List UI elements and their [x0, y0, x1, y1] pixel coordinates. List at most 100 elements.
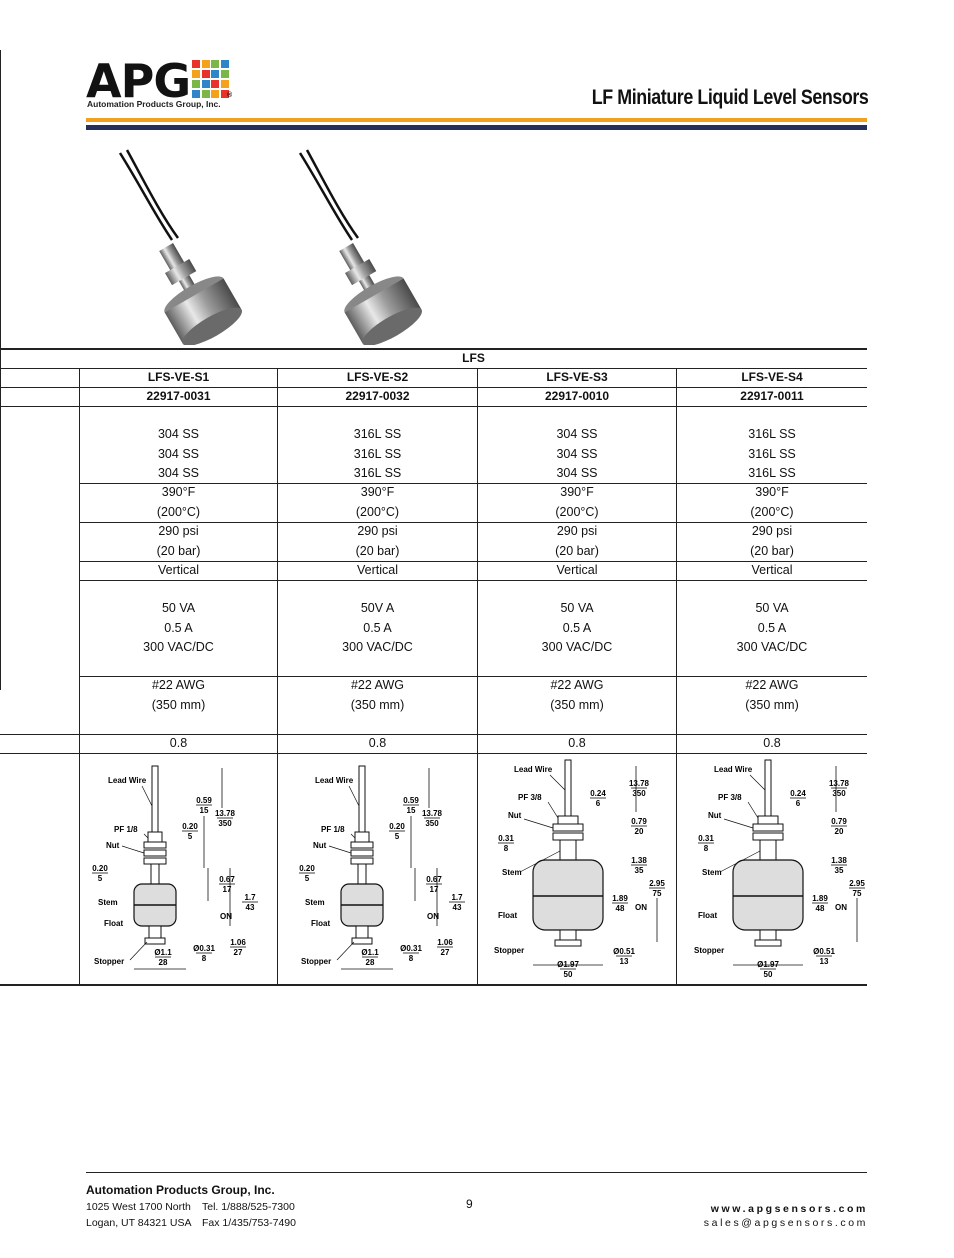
dim-b-in: 0.20 [389, 822, 405, 831]
lead-wire-label: Lead Wire [108, 776, 147, 785]
mounting-value: Vertical [357, 563, 398, 577]
switching-value: 50 VA [560, 601, 594, 615]
left-margin-rule [0, 50, 1, 690]
stem-label: Stem [702, 868, 722, 877]
dim-b-mm: 5 [395, 832, 400, 841]
apg-logo-text: APG [86, 54, 191, 108]
dim-d-mm: 17 [223, 885, 232, 894]
dim-d-in: 1.38 [831, 856, 847, 865]
lead-wire-label: Lead Wire [315, 776, 354, 785]
dim-b-mm: 5 [188, 832, 193, 841]
footer-tel: Tel. 1/888/525-7300 [202, 1201, 295, 1213]
footer-company: Automation Products Group, Inc. [86, 1183, 275, 1197]
logo-grid-square [211, 60, 219, 68]
switching-value: 0.5 A [164, 620, 193, 635]
logo-grid-square [220, 79, 229, 88]
dim-h-in: Ø1.1 [361, 948, 379, 957]
material-value: 316L SS [353, 446, 402, 461]
logo-grid-square [220, 60, 229, 68]
temperature-value: 390°F [755, 485, 789, 499]
footer-website-link[interactable]: www.apgsensors.com [710, 1203, 868, 1215]
dim-f-mm: 48 [616, 904, 625, 913]
dim-g-in: Ø1.97 [757, 960, 779, 969]
material-value: 316L SS [353, 427, 402, 441]
dim-length-in: 13.78 [829, 779, 850, 788]
dim-d-in: 0.67 [426, 875, 442, 884]
nut-label: Nut [106, 841, 120, 850]
model-name: LFS-VE-S2 [346, 370, 409, 384]
logo-grid-square [211, 79, 219, 88]
pressure-value: (20 bar) [355, 544, 400, 558]
logo-grid-square [201, 79, 210, 88]
dim-b-mm: 20 [835, 827, 844, 836]
material-value: 304 SS [556, 466, 598, 480]
stopper-label: Stopper [94, 957, 124, 966]
logo-grid-square [211, 69, 219, 78]
apg-grid-logo-icon [192, 60, 230, 98]
logo-grid-square [201, 89, 210, 98]
pf-label: PF 3/8 [718, 793, 742, 802]
pressure-value: 290 psi [158, 524, 199, 538]
stopper-label: Stopper [494, 946, 524, 955]
dim-c-mm: 8 [704, 844, 709, 853]
stopper-label: Stopper [301, 957, 331, 966]
switching-value: 300 VAC/DC [342, 640, 413, 654]
dim-f-in: Ø0.31 [400, 944, 422, 953]
dim-h-in: Ø0.51 [613, 947, 635, 956]
logo-grid-square [192, 79, 200, 88]
wire-value: (350 mm) [151, 698, 206, 712]
pressure-value: (20 bar) [555, 544, 599, 558]
material-value: 316L SS [353, 466, 402, 480]
pressure-value: 290 psi [357, 524, 398, 538]
pressure-value: (20 bar) [156, 544, 201, 558]
part-number: 22917-0011 [740, 389, 804, 403]
dim-a-mm: 6 [796, 799, 801, 808]
logo-grid-square [201, 60, 210, 68]
stem-label: Stem [502, 868, 522, 877]
dim-b-mm: 20 [635, 827, 644, 836]
logo-grid-square [192, 69, 200, 78]
wire-value: #22 AWG [350, 678, 405, 692]
dim-e-in: 1.7 [451, 893, 463, 902]
specific-gravity-value: 0.8 [763, 736, 781, 750]
wire-value: #22 AWG [151, 678, 206, 692]
stopper-label: Stopper [694, 946, 724, 955]
wire-value: (350 mm) [350, 698, 405, 712]
footer-email-link[interactable]: sales@apgsensors.com [703, 1217, 868, 1229]
dim-d-mm: 35 [835, 866, 844, 875]
dim-c-mm: 8 [504, 844, 509, 853]
lead-wire-label: Lead Wire [514, 765, 553, 774]
material-value: 316L SS [748, 427, 796, 441]
temperature-value: 390°F [560, 485, 594, 499]
dim-f-in: 1.89 [612, 894, 628, 903]
switching-value: 300 VAC/DC [736, 640, 808, 654]
part-number: 22917-0032 [345, 389, 410, 403]
dim-length-in: 13.78 [215, 809, 236, 818]
on-label: ON [427, 912, 439, 921]
pf-label: PF 1/8 [321, 825, 345, 834]
dim-h-mm: 13 [620, 957, 629, 966]
dim-a-mm: 15 [200, 806, 209, 815]
on-label: ON [220, 912, 232, 921]
dim-g-mm: 50 [764, 970, 773, 979]
mounting-value: Vertical [158, 563, 199, 577]
dim-e-mm: 75 [853, 889, 862, 898]
dim-g-in: 1.06 [230, 938, 246, 947]
dim-b-in: 0.79 [831, 817, 847, 826]
float-label: Float [311, 919, 330, 928]
dim-e-mm: 43 [246, 903, 255, 912]
dim-b-in: 0.20 [182, 822, 198, 831]
dim-a-in: 0.24 [790, 789, 806, 798]
dim-d-mm: 35 [635, 866, 644, 875]
material-value: 304 SS [157, 427, 199, 441]
logo-grid-square [211, 89, 219, 98]
mounting-value: Vertical [751, 563, 793, 577]
wire-value: #22 AWG [550, 678, 604, 692]
footer-fax: Fax 1/435/753-7490 [202, 1217, 296, 1229]
dim-g-mm: 27 [234, 948, 243, 957]
document-title: LF Miniature Liquid Level Sensors [591, 86, 868, 109]
model-name: LFS-VE-S3 [546, 370, 608, 384]
on-label: ON [635, 903, 647, 912]
dim-g-in: 1.06 [437, 938, 453, 947]
